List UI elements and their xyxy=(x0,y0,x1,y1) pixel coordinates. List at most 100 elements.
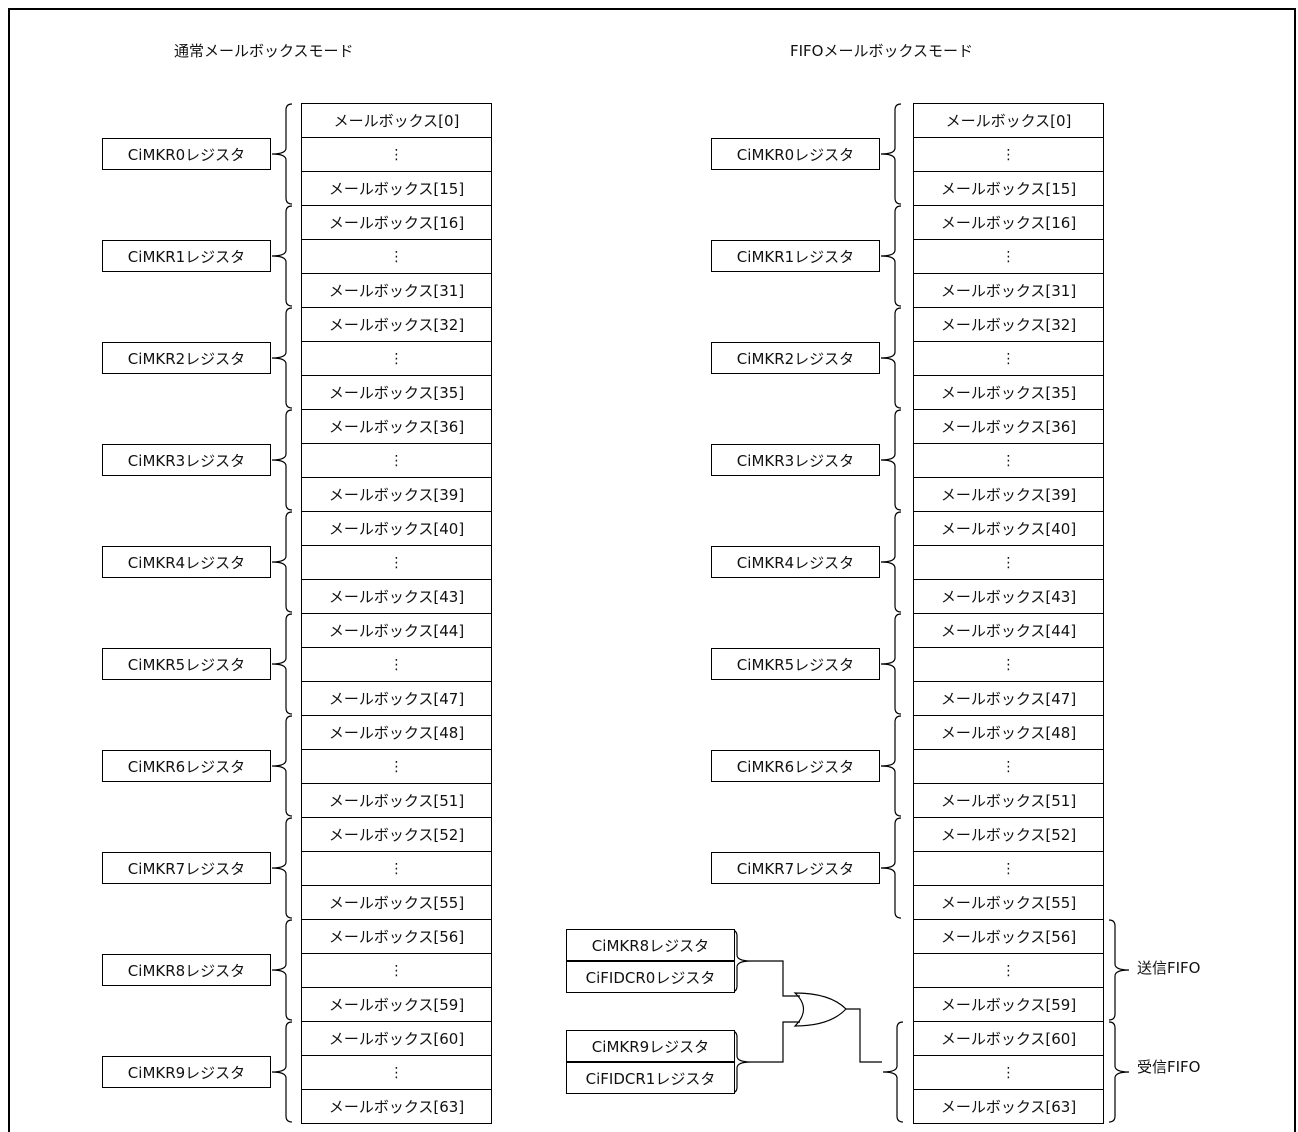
tx-fifo-label: 送信FIFO xyxy=(1137,959,1201,977)
fifo-mailbox-ellipsis-2: ⋮ xyxy=(913,341,1104,376)
fifo-rx-entry-brace xyxy=(882,1021,904,1123)
normal-mailbox-last-2: メールボックス[35] xyxy=(301,375,492,410)
rx-fifo-label: 受信FIFO xyxy=(1137,1058,1201,1076)
normal-mode-title: 通常メールボックスモード xyxy=(174,42,354,60)
fifo-mode-title: FIFOメールボックスモード xyxy=(790,42,974,60)
normal-register-1: CiMKR1レジスタ xyxy=(102,240,271,272)
normal-register-2: CiMKR2レジスタ xyxy=(102,342,271,374)
normal-register-8: CiMKR8レジスタ xyxy=(102,954,271,986)
fifo-mailbox-last-0: メールボックス[15] xyxy=(913,171,1104,206)
fifo-brace-6 xyxy=(880,715,902,817)
normal-mailbox-last-0: メールボックス[15] xyxy=(301,171,492,206)
fifo-mailbox-last-6: メールボックス[51] xyxy=(913,783,1104,818)
normal-register-3: CiMKR3レジスタ xyxy=(102,444,271,476)
fifo-mailbox-ellipsis-9: ⋮ xyxy=(913,1055,1104,1090)
fifo-mailbox-ellipsis-7: ⋮ xyxy=(913,851,1104,886)
diagram-frame xyxy=(8,8,1296,1132)
normal-mailbox-first-1: メールボックス[16] xyxy=(301,205,492,240)
fifo-input-fidcr0: CiFIDCR0レジスタ xyxy=(566,961,735,993)
fifo-mailbox-first-3: メールボックス[36] xyxy=(913,409,1104,444)
normal-mailbox-last-9: メールボックス[63] xyxy=(301,1089,492,1124)
normal-mailbox-last-1: メールボックス[31] xyxy=(301,273,492,308)
fifo-register-3: CiMKR3レジスタ xyxy=(711,444,880,476)
wire-in-1 xyxy=(751,1021,800,1063)
normal-register-5: CiMKR5レジスタ xyxy=(102,648,271,680)
fifo-input-mkr8: CiMKR8レジスタ xyxy=(566,929,735,961)
normal-mailbox-first-9: メールボックス[60] xyxy=(301,1021,492,1056)
or-gate xyxy=(793,992,847,1027)
fifo-mailbox-last-7: メールボックス[55] xyxy=(913,885,1104,920)
normal-brace-6 xyxy=(271,715,293,817)
fifo-mailbox-last-4: メールボックス[43] xyxy=(913,579,1104,614)
normal-mailbox-ellipsis-9: ⋮ xyxy=(301,1055,492,1090)
wire-out xyxy=(846,1008,882,1063)
fifo-brace-1 xyxy=(880,205,902,307)
normal-brace-5 xyxy=(271,613,293,715)
normal-register-6: CiMKR6レジスタ xyxy=(102,750,271,782)
normal-mailbox-ellipsis-4: ⋮ xyxy=(301,545,492,580)
fifo-mailbox-first-6: メールボックス[48] xyxy=(913,715,1104,750)
fifo-brace-4 xyxy=(880,511,902,613)
fifo-mailbox-last-9: メールボックス[63] xyxy=(913,1089,1104,1124)
fifo-brace-5 xyxy=(880,613,902,715)
normal-mailbox-last-8: メールボックス[59] xyxy=(301,987,492,1022)
tx-fifo-brace xyxy=(1108,919,1130,1021)
normal-mailbox-ellipsis-1: ⋮ xyxy=(301,239,492,274)
normal-mailbox-last-6: メールボックス[51] xyxy=(301,783,492,818)
fifo-mailbox-ellipsis-3: ⋮ xyxy=(913,443,1104,478)
fifo-brace-3 xyxy=(880,409,902,511)
normal-mailbox-first-6: メールボックス[48] xyxy=(301,715,492,750)
normal-register-7: CiMKR7レジスタ xyxy=(102,852,271,884)
normal-mailbox-first-5: メールボックス[44] xyxy=(301,613,492,648)
normal-brace-4 xyxy=(271,511,293,613)
normal-brace-2 xyxy=(271,307,293,409)
normal-brace-1 xyxy=(271,205,293,307)
fifo-mailbox-last-5: メールボックス[47] xyxy=(913,681,1104,716)
normal-register-0: CiMKR0レジスタ xyxy=(102,138,271,170)
normal-mailbox-last-7: メールボックス[55] xyxy=(301,885,492,920)
fifo-brace-2 xyxy=(880,307,902,409)
normal-mailbox-ellipsis-3: ⋮ xyxy=(301,443,492,478)
normal-mailbox-ellipsis-7: ⋮ xyxy=(301,851,492,886)
fifo-input-fidcr1: CiFIDCR1レジスタ xyxy=(566,1062,735,1094)
normal-mailbox-first-7: メールボックス[52] xyxy=(301,817,492,852)
fifo-register-4: CiMKR4レジスタ xyxy=(711,546,880,578)
normal-mailbox-first-3: メールボックス[36] xyxy=(301,409,492,444)
fifo-mailbox-first-8: メールボックス[56] xyxy=(913,919,1104,954)
fifo-mailbox-last-2: メールボックス[35] xyxy=(913,375,1104,410)
fifo-register-7: CiMKR7レジスタ xyxy=(711,852,880,884)
fifo-register-6: CiMKR6レジスタ xyxy=(711,750,880,782)
fifo-mailbox-first-4: メールボックス[40] xyxy=(913,511,1104,546)
normal-brace-0 xyxy=(271,103,293,205)
normal-mailbox-last-3: メールボックス[39] xyxy=(301,477,492,512)
fifo-mailbox-ellipsis-0: ⋮ xyxy=(913,137,1104,172)
fifo-register-1: CiMKR1レジスタ xyxy=(711,240,880,272)
normal-mailbox-last-5: メールボックス[47] xyxy=(301,681,492,716)
normal-brace-8 xyxy=(271,919,293,1021)
fifo-mailbox-first-9: メールボックス[60] xyxy=(913,1021,1104,1056)
fifo-brace-0 xyxy=(880,103,902,205)
fifo-input-mkr9: CiMKR9レジスタ xyxy=(566,1030,735,1062)
normal-mailbox-first-8: メールボックス[56] xyxy=(301,919,492,954)
normal-brace-3 xyxy=(271,409,293,511)
fifo-mailbox-first-5: メールボックス[44] xyxy=(913,613,1104,648)
fifo-register-0: CiMKR0レジスタ xyxy=(711,138,880,170)
fifo-mailbox-first-0: メールボックス[0] xyxy=(913,103,1104,138)
fifo-mailbox-ellipsis-8: ⋮ xyxy=(913,953,1104,988)
normal-mailbox-last-4: メールボックス[43] xyxy=(301,579,492,614)
fifo-register-5: CiMKR5レジスタ xyxy=(711,648,880,680)
fifo-mailbox-first-7: メールボックス[52] xyxy=(913,817,1104,852)
rx-fifo-brace xyxy=(1108,1021,1130,1123)
normal-mailbox-ellipsis-2: ⋮ xyxy=(301,341,492,376)
normal-mailbox-first-2: メールボックス[32] xyxy=(301,307,492,342)
fifo-mailbox-ellipsis-4: ⋮ xyxy=(913,545,1104,580)
fifo-mailbox-last-8: メールボックス[59] xyxy=(913,987,1104,1022)
fifo-mailbox-ellipsis-5: ⋮ xyxy=(913,647,1104,682)
normal-mailbox-ellipsis-8: ⋮ xyxy=(301,953,492,988)
normal-register-4: CiMKR4レジスタ xyxy=(102,546,271,578)
normal-brace-7 xyxy=(271,817,293,919)
fifo-mailbox-last-3: メールボックス[39] xyxy=(913,477,1104,512)
fifo-mailbox-ellipsis-6: ⋮ xyxy=(913,749,1104,784)
fifo-mailbox-first-2: メールボックス[32] xyxy=(913,307,1104,342)
